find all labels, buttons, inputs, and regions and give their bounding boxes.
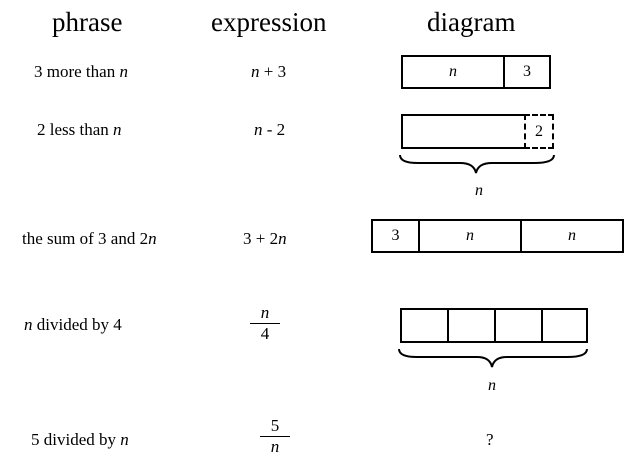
row2-box-2-dashed: 2 xyxy=(524,114,554,149)
row1-phrase: 3 more than n xyxy=(34,62,128,81)
row5-diagram-question-mark: ? xyxy=(486,430,494,449)
row5-numerator: 5 xyxy=(270,416,280,435)
row1-expression: n + 3 xyxy=(251,62,287,81)
row4-denominator: 4 xyxy=(250,323,280,344)
row4-expression-fraction: n 4 xyxy=(250,303,280,344)
row3-expression: 3 + 2n xyxy=(243,229,287,248)
row4-brace-label: n xyxy=(488,377,496,394)
header-diagram: diagram xyxy=(427,7,516,37)
row2-brace-label: n xyxy=(475,182,483,199)
row4-box-3 xyxy=(494,308,543,343)
row2-box-blank xyxy=(401,114,526,149)
row4-box-2 xyxy=(447,308,496,343)
row4-numerator: n xyxy=(260,303,270,322)
row4-box-1 xyxy=(400,308,449,343)
row3-box-3: 3 xyxy=(371,219,420,253)
row4-brace xyxy=(398,348,588,368)
header-phrase: phrase xyxy=(52,7,123,37)
row1-box-n: n xyxy=(401,55,505,89)
row2-expression: n - 2 xyxy=(254,120,286,139)
row5-expression-fraction: 5 n xyxy=(260,416,290,457)
row3-box-n-2: n xyxy=(520,219,624,253)
row3-box-n-1: n xyxy=(418,219,522,253)
row2-brace xyxy=(399,154,555,174)
row5-phrase: 5 divided by n xyxy=(31,430,129,449)
row4-phrase: n divided by 4 xyxy=(24,315,122,334)
row2-phrase: 2 less than n xyxy=(37,120,122,139)
row5-denominator: n xyxy=(260,436,290,457)
header-expression: expression xyxy=(211,7,327,37)
row3-phrase: the sum of 3 and 2n xyxy=(22,229,157,248)
row1-box-3: 3 xyxy=(503,55,551,89)
row4-box-4 xyxy=(541,308,588,343)
